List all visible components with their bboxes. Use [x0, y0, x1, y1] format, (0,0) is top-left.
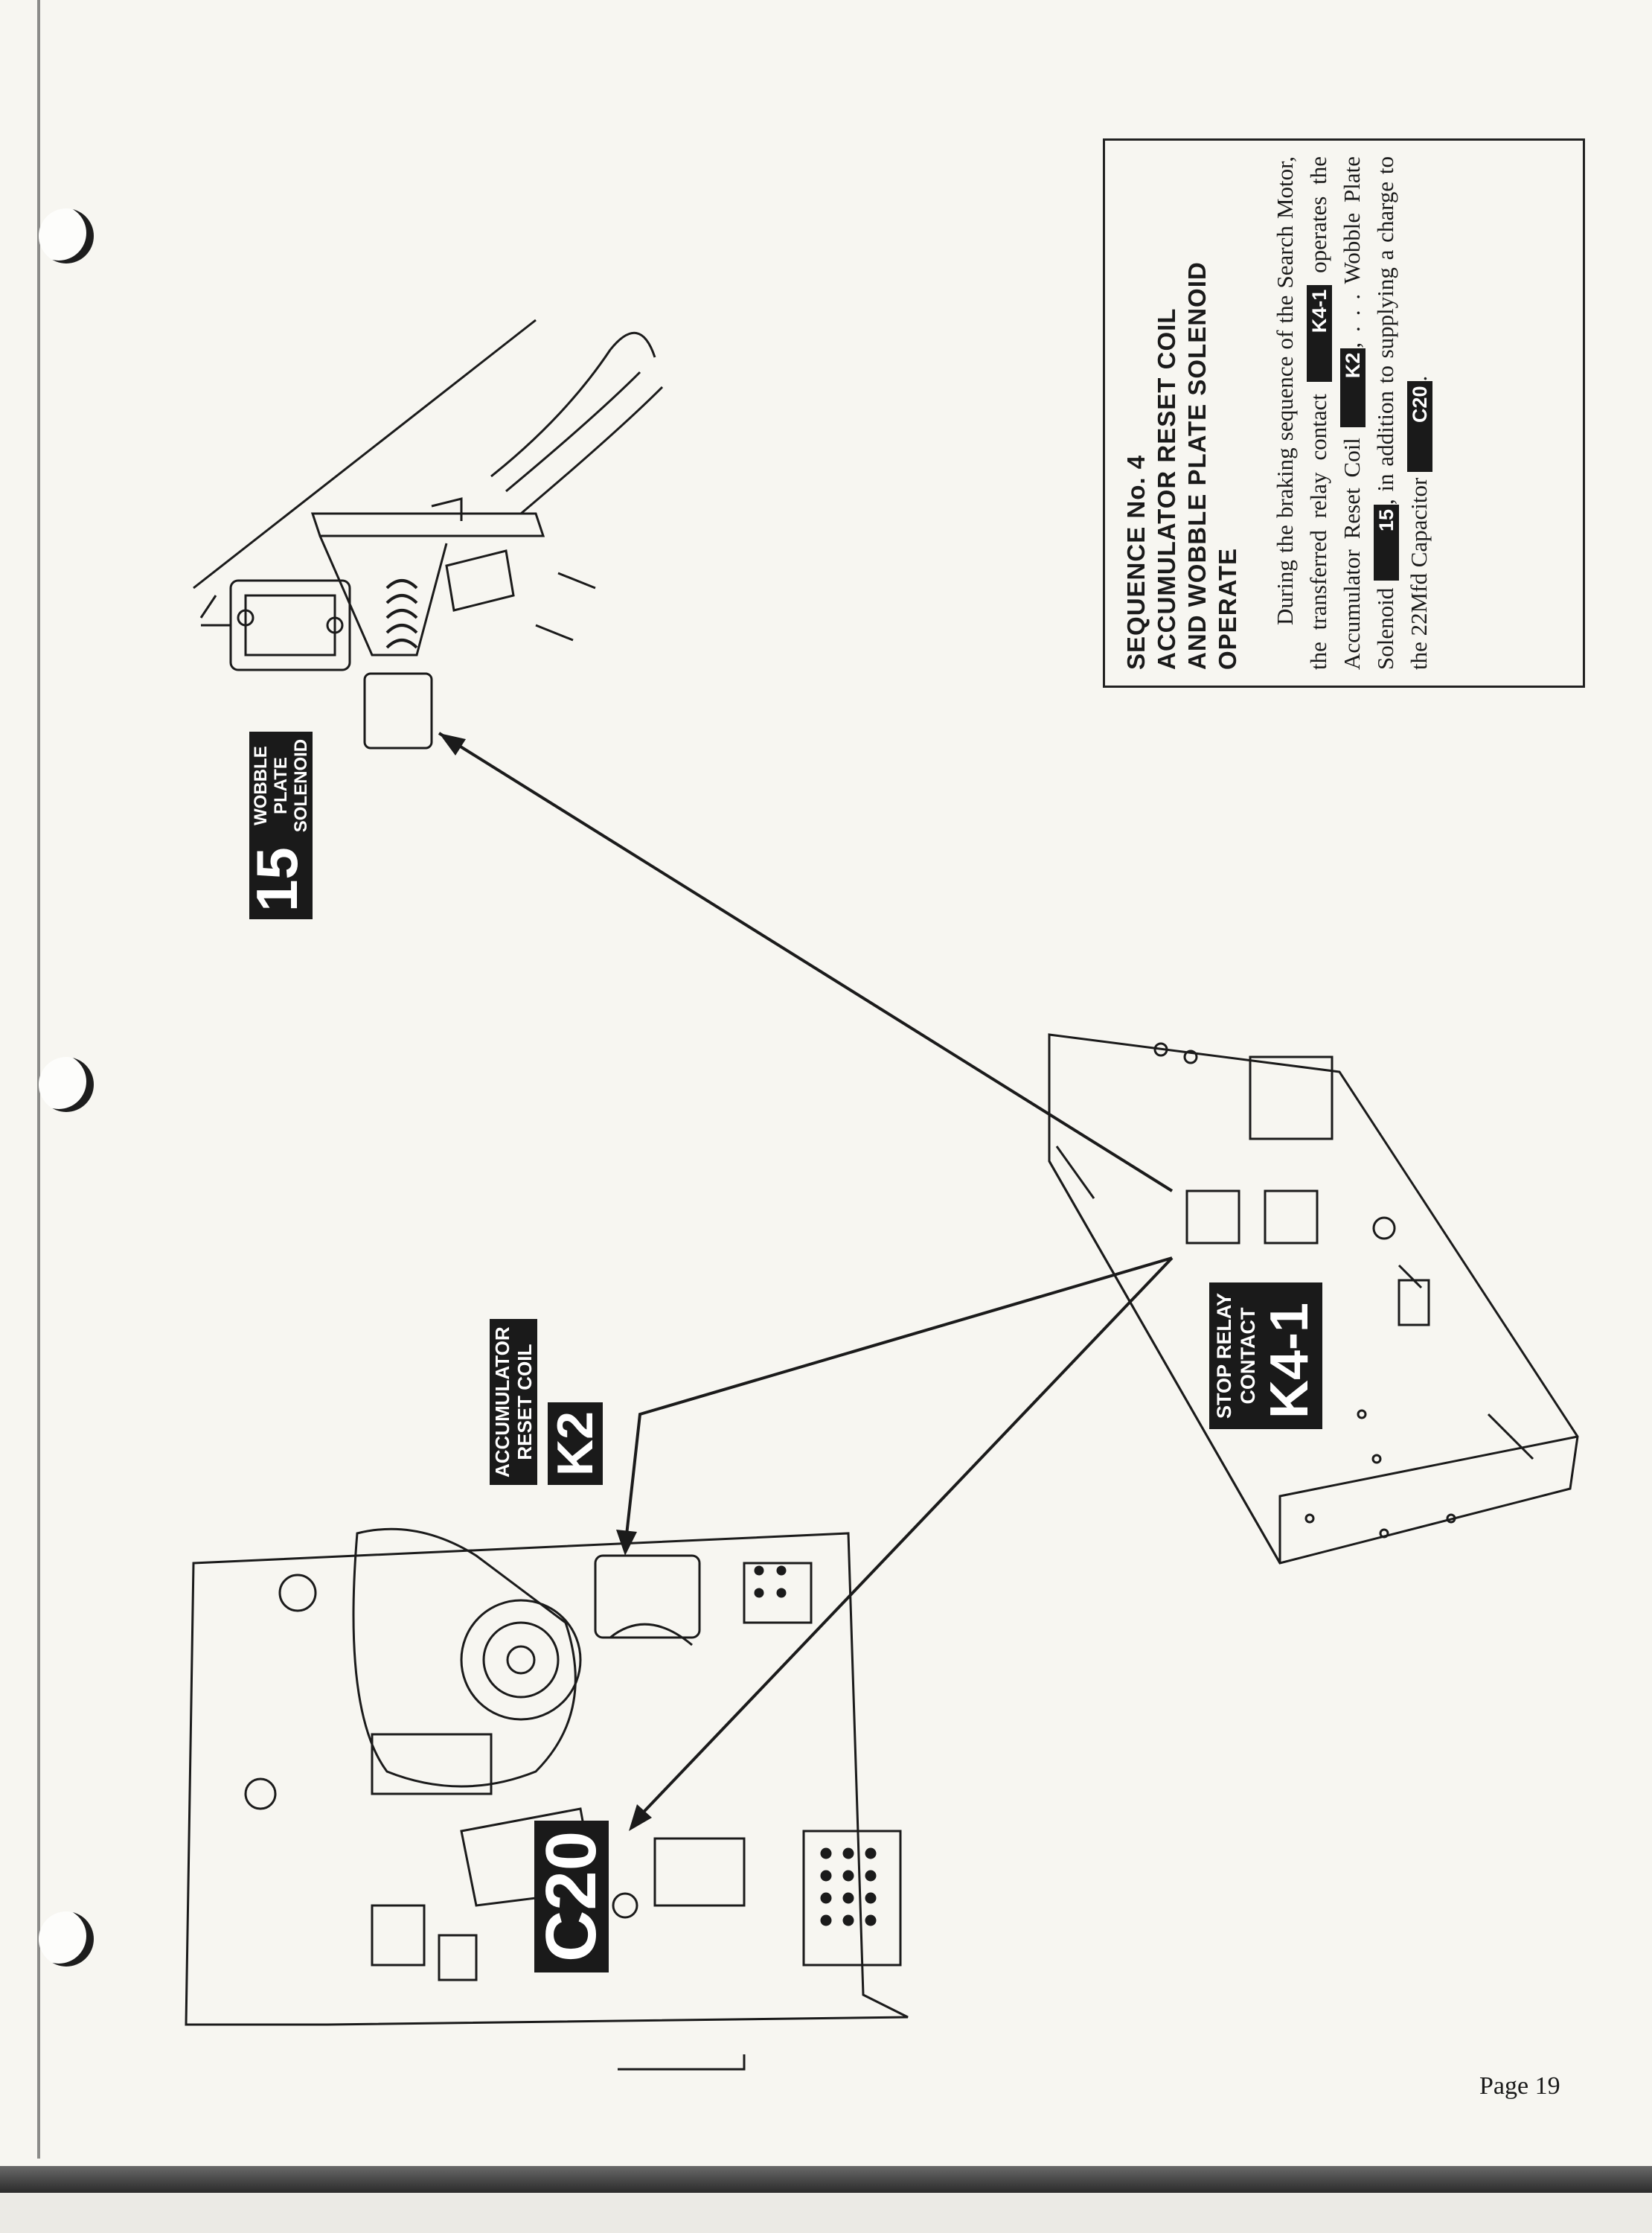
callout-arrows	[438, 732, 1174, 1825]
label-k2: K2	[547, 1402, 604, 1485]
accumulator-reset-coil-label: ACCUMULATOR RESET COIL K2	[490, 1319, 604, 1485]
relay-chassis-drawing	[1048, 1033, 1579, 1565]
wobble-plate-solenoid-text: WOBBLE PLATE SOLENOID	[249, 731, 313, 840]
search-motor-assembly-drawing	[185, 1527, 909, 2071]
sequence-description-rotated: SEQUENCE No. 4 ACCUMULATOR RESET COIL AN…	[1121, 156, 1567, 670]
wobble-plate-solenoid-drawing	[193, 319, 664, 750]
tag-k4-1: K4-1	[1307, 284, 1332, 383]
stop-relay-contact-text: STOP RELAY CONTACT	[1213, 1292, 1259, 1419]
wobble-plate-solenoid-label: 15 WOBBLE PLATE SOLENOID	[244, 731, 313, 919]
tag-c20: C20	[1407, 381, 1432, 472]
punch-hole-middle	[39, 1057, 94, 1112]
sequence-title-line-2: ACCUMULATOR RESET COIL	[1153, 307, 1180, 670]
label-c20: C20	[531, 1820, 611, 1972]
label-k4-1: K4-1	[1260, 1302, 1319, 1419]
tag-k2: K2	[1340, 348, 1366, 428]
mechanism-illustration	[185, 319, 1579, 2071]
sequence-title-line-3: AND WOBBLE PLATE SOLENOID	[1183, 261, 1211, 670]
c20-label: C20	[531, 1820, 611, 1972]
page-number: Page 19	[1479, 2072, 1560, 2100]
sequence-description-box: SEQUENCE No. 4 ACCUMULATOR RESET COIL AN…	[1103, 138, 1585, 688]
scan-bottom-strip	[0, 2193, 1652, 2233]
scan-bottom-edge	[0, 2166, 1652, 2193]
sequence-title: SEQUENCE No. 4 ACCUMULATOR RESET COIL AN…	[1121, 156, 1243, 670]
sequence-title-line-1: SEQUENCE No. 4	[1122, 454, 1150, 670]
punch-hole-top	[39, 208, 94, 263]
punch-hole-bottom	[39, 1911, 94, 1967]
sequence-title-line-4: OPERATE	[1214, 547, 1241, 670]
tag-15: 15	[1374, 504, 1399, 581]
sequence-body: During the braking sequence of the Searc…	[1272, 156, 1432, 670]
accumulator-reset-coil-text: ACCUMULATOR RESET COIL	[490, 1319, 537, 1485]
label-15: 15	[244, 840, 313, 919]
stop-relay-contact-label: STOP RELAY CONTACT K4-1	[1209, 1282, 1322, 1429]
